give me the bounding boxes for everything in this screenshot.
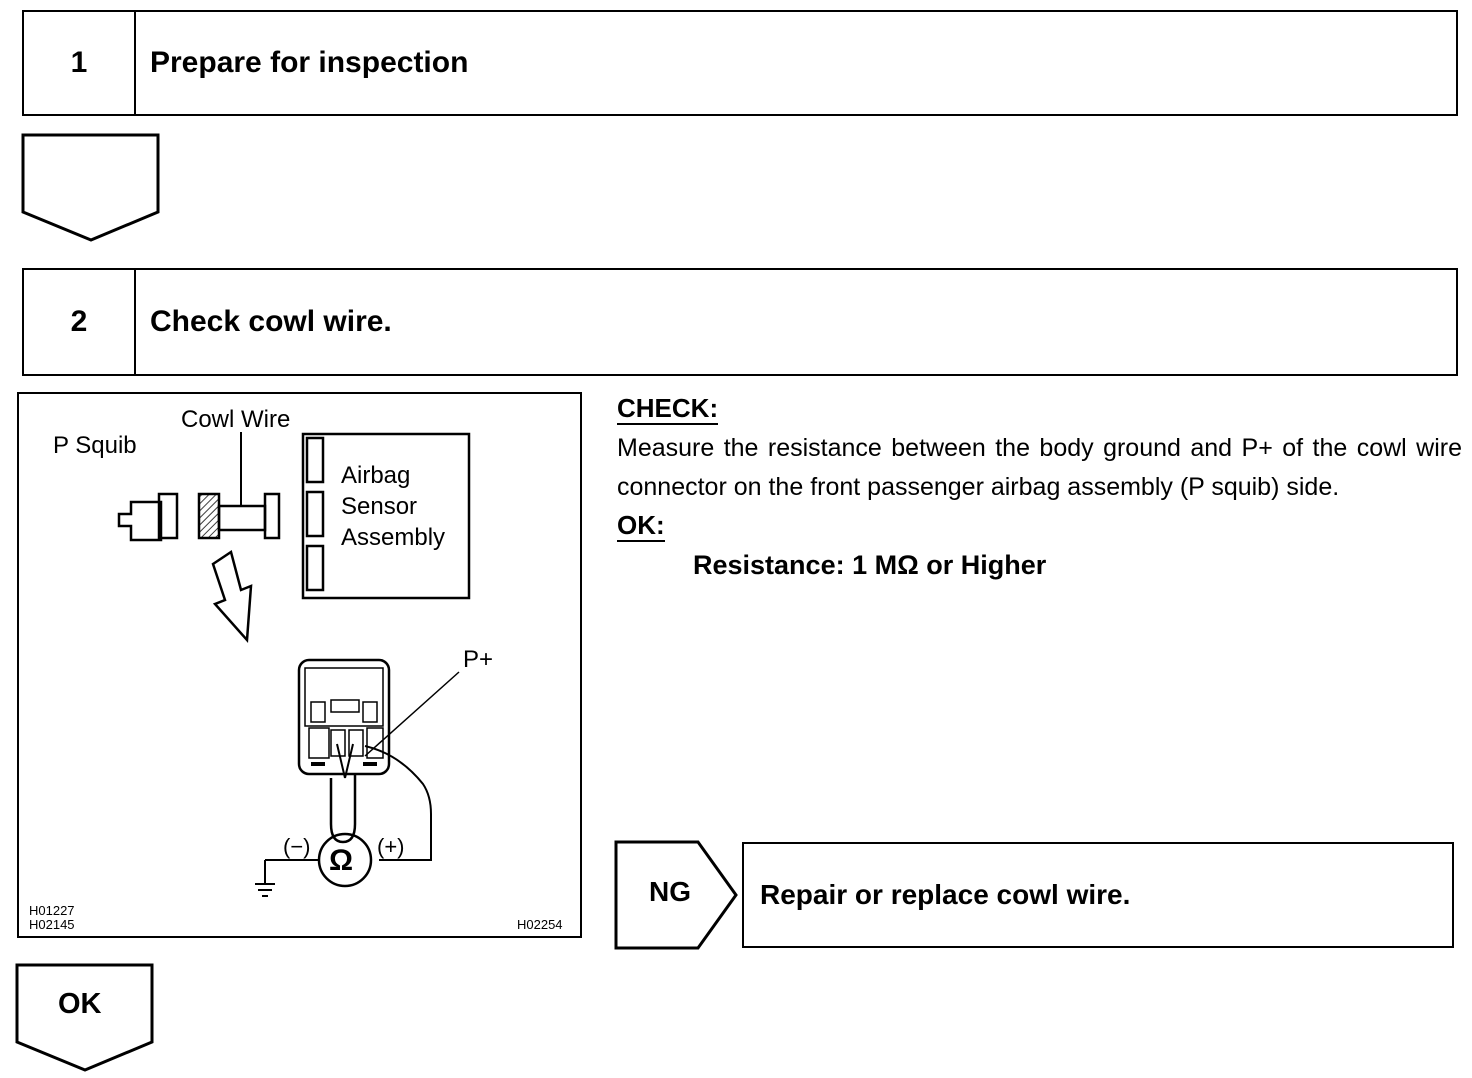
check-section: CHECK: Measure the resistance between th… <box>617 390 1462 585</box>
step-1-number: 1 <box>24 12 136 114</box>
step-1-box: 1 Prepare for inspection <box>22 10 1458 116</box>
ohm-symbol: Ω <box>329 844 354 877</box>
ng-action-text: Repair or replace cowl wire. <box>760 879 1131 910</box>
ng-label: NG <box>649 876 691 907</box>
wiring-illustration: P Squib Cowl Wire Airbag Sensor Assembly… <box>17 392 582 938</box>
p-plus-label: P+ <box>463 646 494 673</box>
figure-code-left: H01227 H02145 <box>29 904 75 931</box>
step-1-title: Prepare for inspection <box>150 46 469 79</box>
airbag-sensor-label-1: Airbag <box>341 462 411 489</box>
p-squib-label: P Squib <box>53 432 137 459</box>
cowl-wire-label: Cowl Wire <box>181 406 291 433</box>
minus-terminal-label: (−) <box>283 834 311 859</box>
check-heading: CHECK: <box>617 393 719 425</box>
figure-code-2: H02145 <box>29 916 75 932</box>
ng-arrow-right <box>614 840 738 950</box>
step-2-box: 2 Check cowl wire. <box>22 268 1458 376</box>
flow-arrow-down <box>21 133 160 242</box>
resistance-spec: Resistance: 1 MΩ or Higher <box>693 550 1047 580</box>
step-2-title: Check cowl wire. <box>150 305 392 338</box>
plus-terminal-label: (+) <box>377 834 405 859</box>
ok-arrow-down <box>15 963 154 1072</box>
airbag-sensor-label-3: Assembly <box>341 524 446 551</box>
ok-label: OK <box>58 988 102 1020</box>
figure-code-1: H01227 <box>29 903 75 918</box>
ng-action-box: Repair or replace cowl wire. <box>742 842 1454 948</box>
ok-heading: OK: <box>617 510 665 542</box>
figure-code-right: H02254 <box>517 917 563 932</box>
airbag-sensor-label-2: Sensor <box>341 493 418 520</box>
connector-diagram <box>117 432 471 897</box>
check-instruction: Measure the resistance between the body … <box>617 434 1462 501</box>
step-2-number: 2 <box>24 270 136 374</box>
